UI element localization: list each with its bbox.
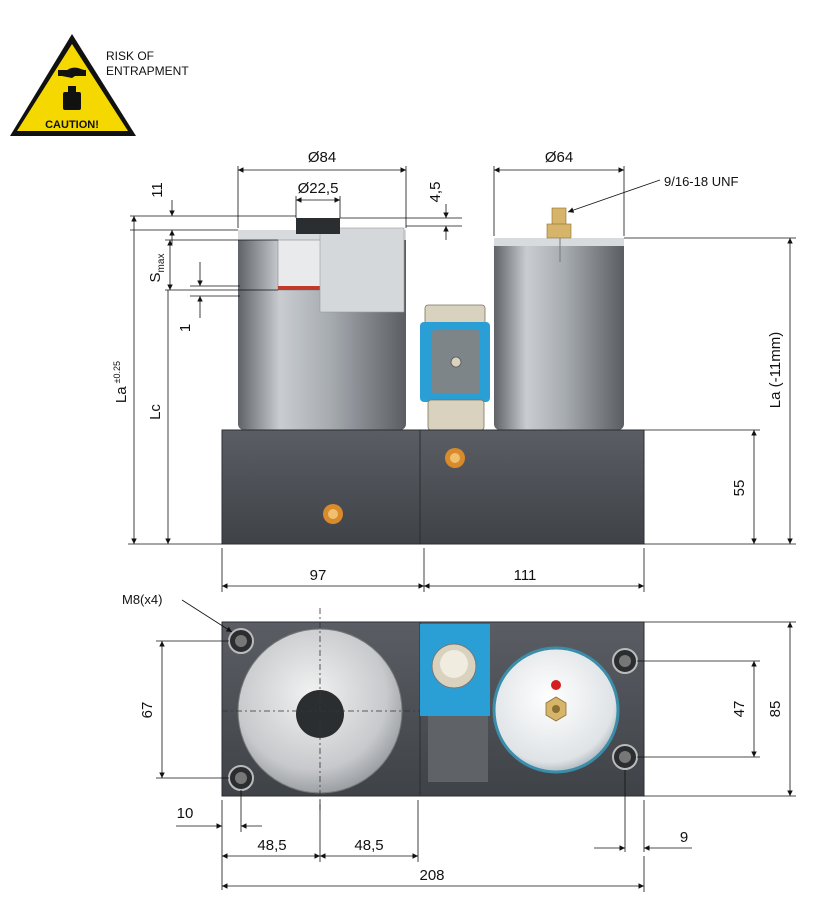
dim-d84: Ø84 [308,149,336,166]
dim-m8: M8(x4) [122,592,162,607]
dim-97: 97 [310,567,327,584]
dim-47: 47 [731,701,748,718]
right-cylinder [494,207,624,430]
dim-la: La±0.25 [112,361,130,403]
dim-55: 55 [731,480,748,497]
left-cylinder [238,218,406,430]
solenoid-valve [420,304,490,431]
base-block [221,429,645,545]
dim-208: 208 [419,867,444,884]
warning-line-2: ENTRAPMENT [106,64,189,78]
dim-la-minus: La (-11mm) [767,332,784,408]
warning-line-1: RISK OF [106,49,154,63]
dim-10: 10 [177,805,194,822]
dim-d64: Ø64 [545,149,573,166]
dim-67: 67 [139,702,156,719]
dim-11: 11 [149,182,166,198]
dim-d22-5: Ø22,5 [298,180,339,197]
top-view: M8(x4) 67 47 85 10 [122,592,796,892]
front-dimensions: Ø84 Ø22,5 Ø64 9/16-18 UNF 11 4 [112,149,796,592]
fitting-icon [551,207,567,227]
dim-48-5-left: 48,5 [257,837,286,854]
clamp-plate [319,227,405,313]
dim-lc: Lc [147,404,164,420]
rod-hole [296,690,344,738]
dim-smax: Smax [147,254,167,283]
dim-9: 9 [680,829,688,846]
front-view: Ø84 Ø22,5 Ø64 9/16-18 UNF 11 4 [112,149,796,592]
top-dimensions: M8(x4) 67 47 85 10 [122,592,796,892]
dim-48-5-right: 48,5 [354,837,383,854]
dim-thread: 9/16-18 UNF [664,174,738,189]
caution-badge: CAUTION! [45,119,99,131]
rod-tip [296,218,340,234]
weight-icon [63,92,81,110]
dim-85: 85 [767,701,784,718]
dim-4-5: 4,5 [427,182,444,203]
dim-1: 1 [177,324,194,332]
warning-sign: CAUTION! RISK OF ENTRAPMENT [10,34,189,136]
hand-icon [62,67,84,78]
indicator-dot [551,680,561,690]
dim-111: 111 [514,567,537,584]
